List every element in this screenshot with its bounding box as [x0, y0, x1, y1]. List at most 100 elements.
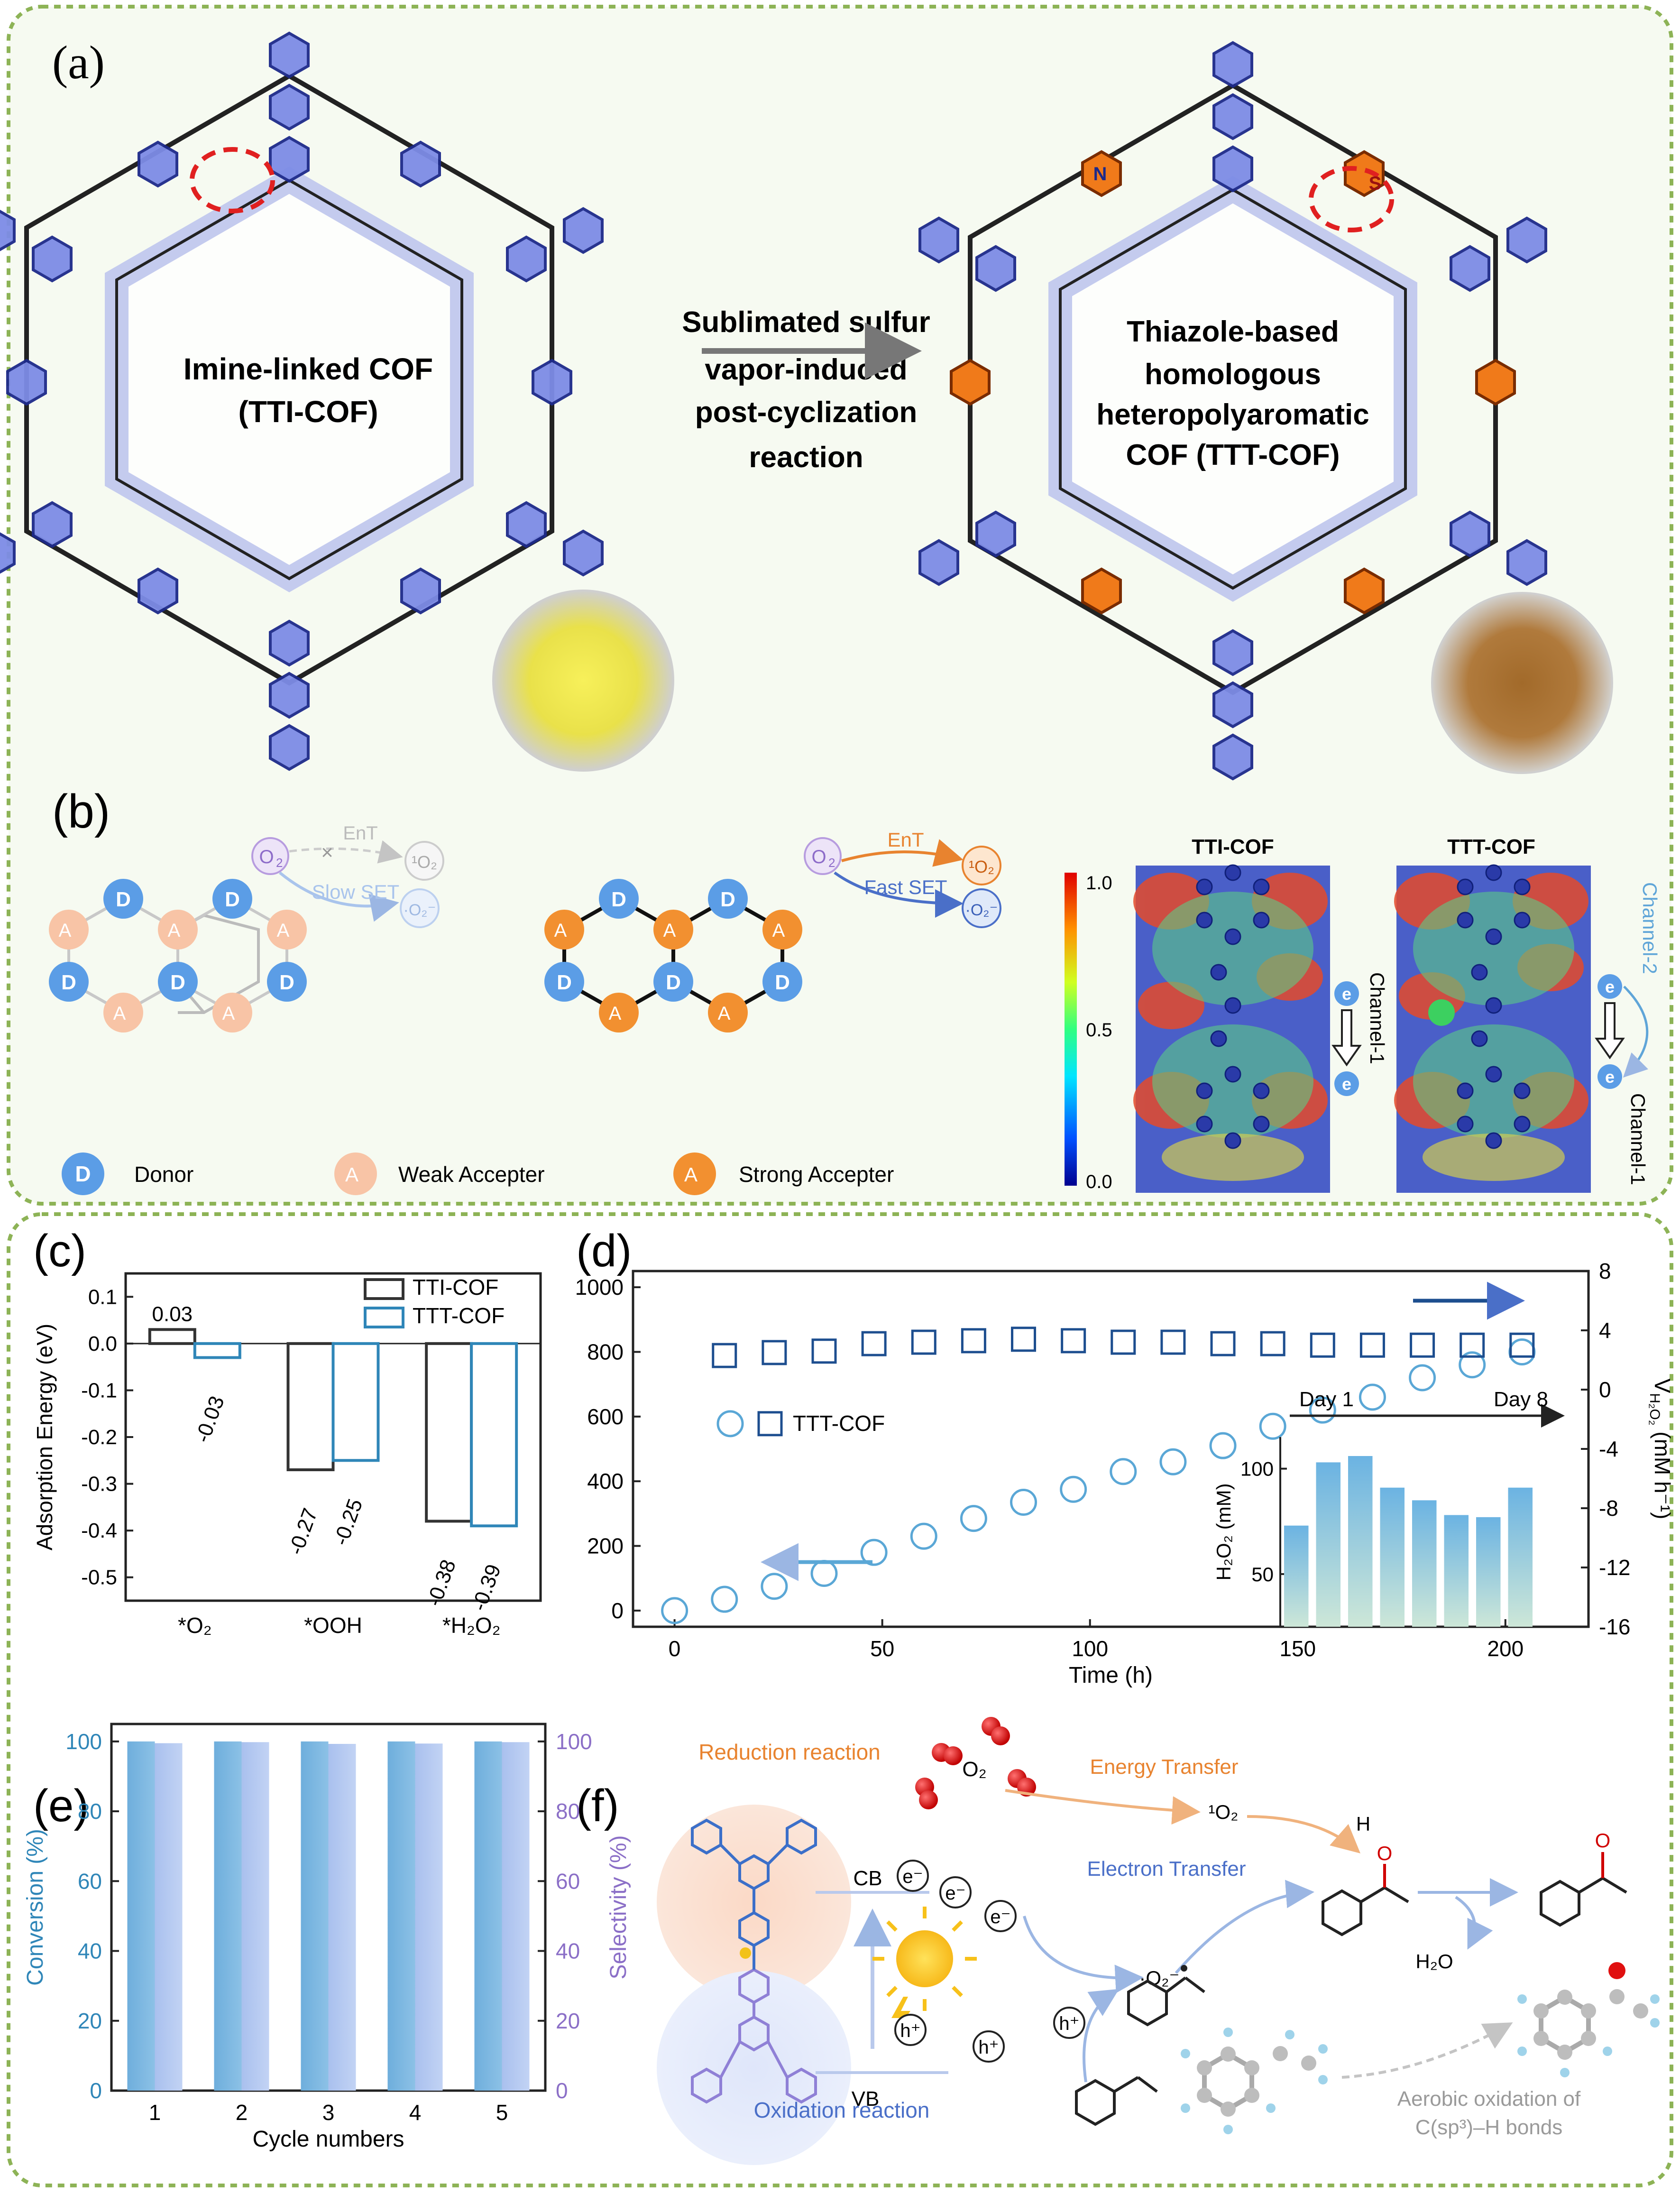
electron-tti-top: e [1342, 984, 1351, 1004]
panel-b: (b) D D D D D A A A A A O 2 EnT × [49, 785, 1661, 1195]
y-tick-label: -0.3 [81, 1473, 117, 1496]
electron-3: e⁻ [990, 1907, 1010, 1927]
cof-fragment-molecule [691, 1818, 817, 1947]
legend-weak-node: A [345, 1163, 358, 1186]
y-right-tick-label: 0 [556, 2078, 568, 2103]
inset-bar [1380, 1487, 1405, 1627]
rate-point [1410, 1332, 1435, 1358]
rate-point [1310, 1332, 1335, 1358]
sulfur-dot [740, 1947, 751, 1959]
donor-node-text: D [666, 971, 681, 994]
y-right-tick-label: -4 [1599, 1437, 1618, 1461]
ball-stick-product [1517, 1962, 1660, 2077]
strong-node-a: A [609, 1003, 622, 1024]
y-tick-label: 80 [78, 1799, 102, 1824]
donor-node-text: D [170, 971, 185, 994]
y-tick-label: 0.1 [88, 1285, 117, 1309]
x-tick-label: 0 [669, 1636, 681, 1661]
fast-set: Fast SET [864, 876, 947, 898]
bar-ttt [331, 1342, 380, 1462]
ketone-molecule [1540, 1852, 1627, 1927]
donor-node-text: D [611, 888, 626, 911]
y-tick-label: 20 [78, 2009, 102, 2033]
conversion-bar [301, 1741, 329, 2091]
singlet-o2-strong: ¹O₂ [969, 857, 994, 876]
x-tick-label: *OOH [304, 1613, 362, 1638]
rate-point [961, 1328, 986, 1354]
h2o2-point [1010, 1489, 1037, 1516]
x-tick-label: 4 [409, 2100, 422, 2125]
inset-bar [1348, 1456, 1373, 1627]
strong-acceptor-lattice: D D D D D A A A A A O 2 EnT ¹O₂ Fast SET [544, 829, 1001, 1032]
slow-set: Slow SET [312, 881, 399, 903]
channel1-ttt: Channel-1 [1627, 1093, 1649, 1185]
arrow-text-line3: post-cyclization [695, 396, 918, 429]
y-tick-label: 60 [78, 1869, 102, 1893]
h2o2-point [960, 1505, 987, 1532]
bar-tti [286, 1342, 335, 1472]
x-tick-label: 150 [1279, 1636, 1316, 1661]
ttt-cof-powder-photo [1432, 593, 1612, 773]
y-right-axis-label: Selectivity (%) [606, 1835, 631, 1979]
ball-stick-substrate [1181, 2028, 1328, 2134]
panel-c-label: (c) [33, 1226, 86, 1276]
ketone-o: O [1595, 1829, 1611, 1852]
inset-bar [1412, 1500, 1437, 1627]
conversion-bar [387, 1741, 415, 2091]
ttt-cof-label-line2: homologous [1145, 358, 1321, 391]
electron-ttt-top: e [1605, 977, 1615, 996]
donor-node-text: D [61, 971, 76, 994]
h2o2-point [711, 1586, 738, 1613]
elf-title-tti: TTI-COF [1192, 835, 1274, 858]
legend-label: TTT-COF [413, 1303, 505, 1328]
water-label: H₂O [1415, 1950, 1453, 1973]
sun-rays-icon [872, 1907, 977, 2011]
rate-point [911, 1329, 936, 1355]
selectivity-bar [415, 1743, 443, 2091]
rate-point [762, 1340, 787, 1365]
panel-e-label: (e) [33, 1780, 89, 1831]
donor-node-text: D [720, 888, 735, 911]
aerobic-line2: C(sp³)–H bonds [1415, 2116, 1563, 2139]
strong-node-a: A [772, 920, 785, 941]
inset-y-tick-label: 100 [1240, 1458, 1274, 1480]
inset-y-tick-label: 50 [1251, 1563, 1274, 1586]
panel-a: (a) [0, 31, 1613, 781]
ttt-cof-atom-s: S [1369, 173, 1382, 194]
legend-swatch [364, 1307, 404, 1328]
legend-donor: Donor [134, 1162, 193, 1187]
o2-weak-sub: 2 [276, 856, 283, 870]
colorbar [1065, 873, 1077, 1186]
o2-label: O₂ [962, 1758, 986, 1781]
y-axis-label: Adsorption Energy (eV) [32, 1324, 57, 1550]
blocked-mark: × [321, 841, 333, 864]
strong-node-a: A [554, 920, 567, 941]
y-right-tick-label: 20 [556, 2009, 580, 2033]
legend-weak: Weak Accepter [398, 1162, 545, 1187]
selectivity-bar [155, 1743, 183, 2091]
y-axis-label: Conversion (%) [23, 1829, 48, 1986]
y-tick-label: -0.1 [81, 1379, 117, 1402]
inset-bar [1316, 1462, 1340, 1627]
x-tick-label: 50 [870, 1636, 894, 1661]
tti-cof-label-line1: Imine-linked COF [184, 352, 433, 386]
x-tick-label: 100 [1072, 1636, 1108, 1661]
x-tick-label: 5 [496, 2100, 508, 2125]
hole-2: h⁺ [978, 2037, 999, 2058]
panel-f-label: (f) [576, 1780, 619, 1831]
y-right-axis-label: VH₂O₂ (mM h⁻¹) [1647, 1379, 1675, 1520]
bar-ttt [193, 1342, 241, 1359]
weak-node-a: A [59, 920, 72, 941]
y-tick-label: 0.0 [88, 1332, 117, 1355]
conversion-bar [474, 1741, 502, 2091]
ethylbenzene-molecule [1075, 2076, 1158, 2126]
superoxide-f: ·O₂⁻ [1139, 1967, 1179, 1989]
y-right-tick-label: 100 [556, 1729, 592, 1754]
x-tick-label: 1 [149, 2100, 161, 2125]
x-tick-label: *H₂O₂ [442, 1613, 501, 1638]
y-tick-label: -0.4 [81, 1519, 117, 1542]
